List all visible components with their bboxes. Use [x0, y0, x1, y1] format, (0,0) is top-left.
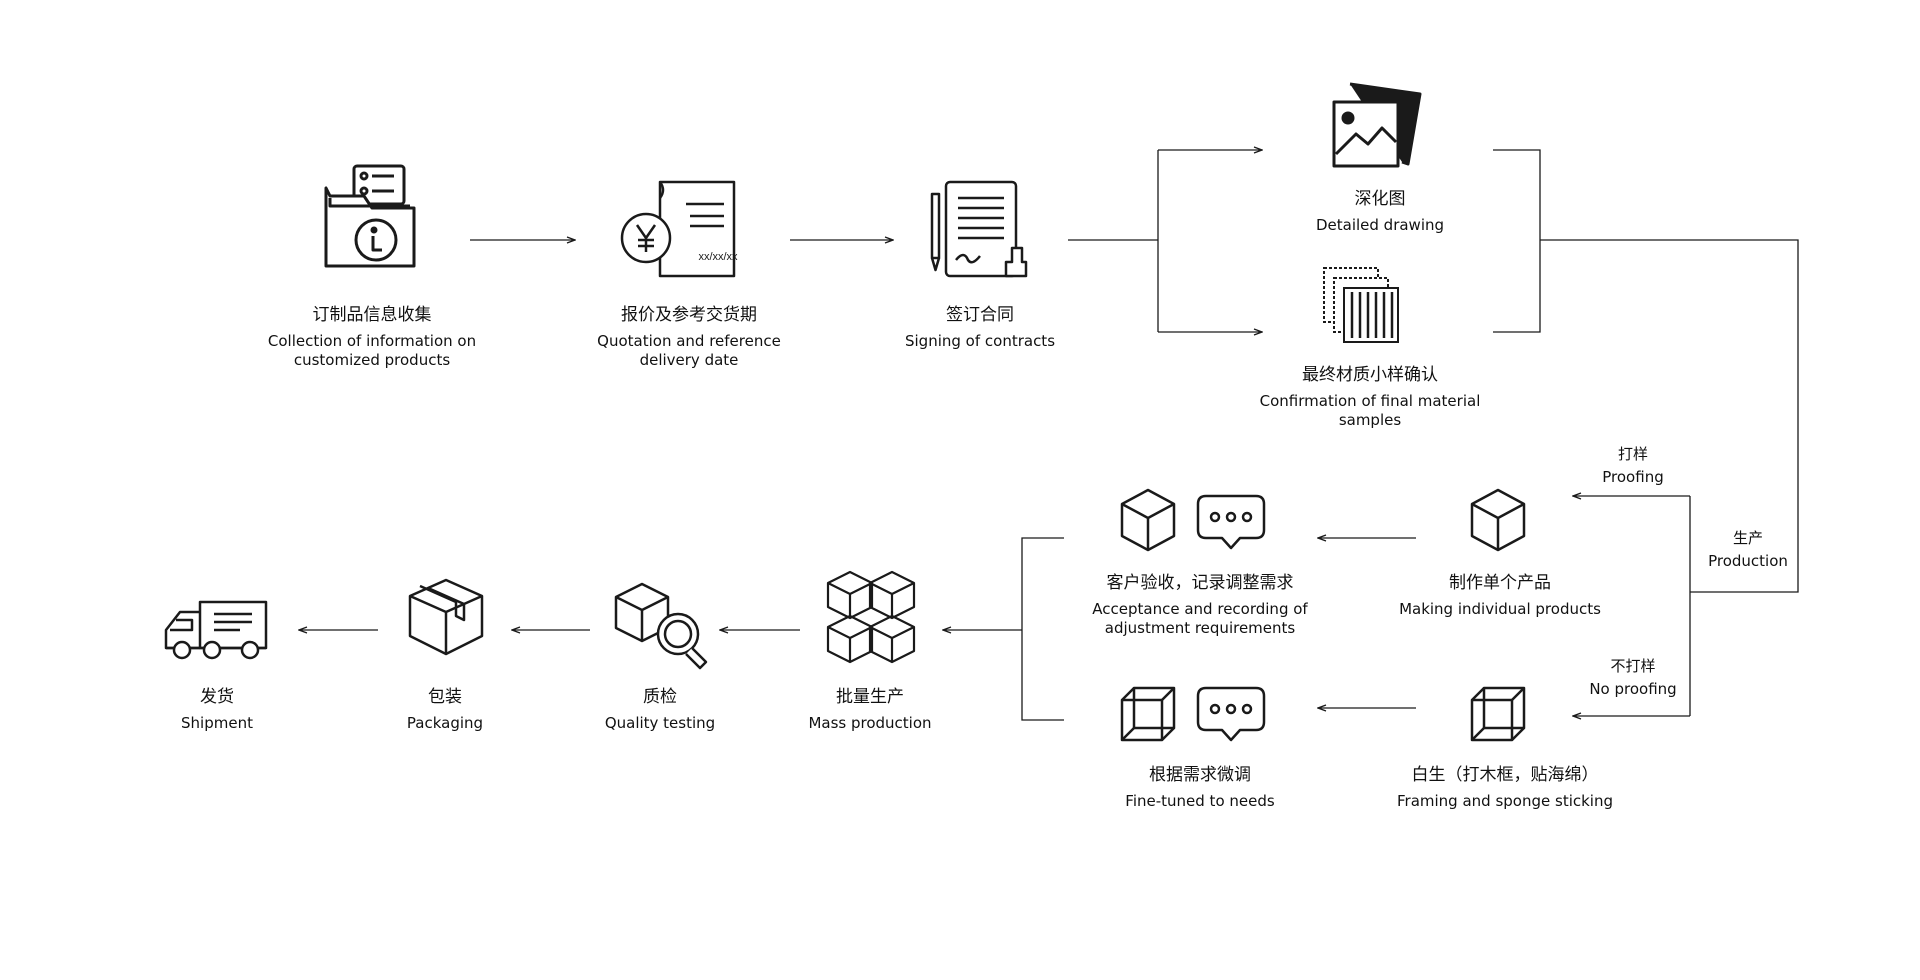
chat-bubble-icon: [1196, 494, 1266, 550]
step-packaging: 包装 Packaging: [390, 686, 500, 733]
step-sign: 签订合同 Signing of contracts: [880, 304, 1080, 351]
step-samples-desc: Confirmation of final material samples: [1259, 392, 1481, 429]
step-finetune-title: 根据需求微调: [1149, 765, 1251, 785]
step-sign-title: 签订合同: [946, 305, 1014, 325]
step-samples-title: 最终材质小样确认: [1302, 365, 1438, 385]
material-samples-icon: [1323, 267, 1399, 343]
step-quote-title: 报价及参考交货期: [621, 305, 757, 325]
step-acceptance-desc: Acceptance and recording of adjustment r…: [1092, 600, 1308, 637]
step-quote-desc: Quotation and reference delivery date: [597, 332, 781, 369]
step-mass: 批量生产 Mass production: [790, 686, 950, 733]
step-shipment: 发货 Shipment: [162, 686, 272, 733]
step-drawing-title: 深化图: [1354, 189, 1406, 209]
step-sign-desc: Signing of contracts: [904, 332, 1056, 350]
connector-merge: [1493, 149, 1541, 333]
quotation-yen-icon: xx/xx/xx: [620, 180, 738, 278]
connector-left-merge: [1021, 537, 1064, 721]
step-white-title: 白生（打木框，贴海绵）: [1411, 765, 1599, 785]
step-quote: 报价及参考交货期 Quotation and reference deliver…: [584, 304, 794, 370]
connector-to-production: [1540, 239, 1799, 593]
step-acceptance-title: 客户验收，记录调整需求: [1106, 573, 1294, 593]
chat-bubble-icon: [1196, 686, 1266, 742]
label-proofing: 打样 Proofing: [1602, 445, 1664, 486]
step-finetune: 根据需求微调 Fine-tuned to needs: [1090, 764, 1310, 811]
cube-chat-icon: [1120, 488, 1266, 552]
delivery-truck-icon: [164, 600, 268, 660]
step-finetune-desc: Fine-tuned to needs: [1125, 792, 1275, 810]
step-white: 白生（打木框，贴海绵） Framing and sponge sticking: [1380, 764, 1630, 811]
step-single-title: 制作单个产品: [1449, 573, 1551, 593]
step-drawing: 深化图 Detailed drawing: [1270, 188, 1490, 235]
step-mass-title: 批量生产: [836, 687, 904, 707]
step-collect: 订制品信息收集 Collection of information on cus…: [262, 304, 482, 370]
step-packaging-desc: Packaging: [406, 714, 484, 732]
connectors: [299, 149, 1799, 721]
step-shipment-desc: Shipment: [181, 714, 253, 732]
step-mass-desc: Mass production: [808, 714, 932, 732]
step-quality-desc: Quality testing: [604, 714, 716, 732]
step-collect-desc: Collection of information on customized …: [267, 332, 477, 369]
step-single: 制作单个产品 Making individual products: [1390, 572, 1610, 619]
step-shipment-title: 发货: [200, 687, 234, 707]
step-single-desc: Making individual products: [1399, 600, 1601, 618]
step-acceptance: 客户验收，记录调整需求 Acceptance and recording of …: [1080, 572, 1320, 638]
package-box-icon: [408, 578, 484, 656]
info-folder-icon: [324, 164, 416, 268]
label-no-proofing: 不打样 No proofing: [1589, 657, 1677, 698]
cube-icon: [1470, 488, 1526, 552]
step-quality-title: 质检: [643, 687, 677, 707]
quote-date-text: xx/xx/xx: [698, 251, 738, 263]
contract-stamp-icon: [930, 180, 1028, 278]
step-samples: 最终材质小样确认 Confirmation of final material …: [1250, 364, 1490, 430]
step-drawing-desc: Detailed drawing: [1315, 216, 1445, 234]
cube-stack-icon: [826, 570, 916, 664]
wireframe-cube-icon: [1470, 686, 1526, 742]
picture-icon: [1332, 82, 1422, 168]
label-production: 生产 Production: [1708, 529, 1788, 570]
step-white-desc: Framing and sponge sticking: [1397, 792, 1613, 810]
step-quality: 质检 Quality testing: [590, 686, 730, 733]
wireframe-chat-icon: [1120, 686, 1266, 742]
step-collect-title: 订制品信息收集: [312, 305, 432, 325]
cube-magnifier-icon: [614, 582, 708, 670]
step-packaging-title: 包装: [428, 687, 462, 707]
